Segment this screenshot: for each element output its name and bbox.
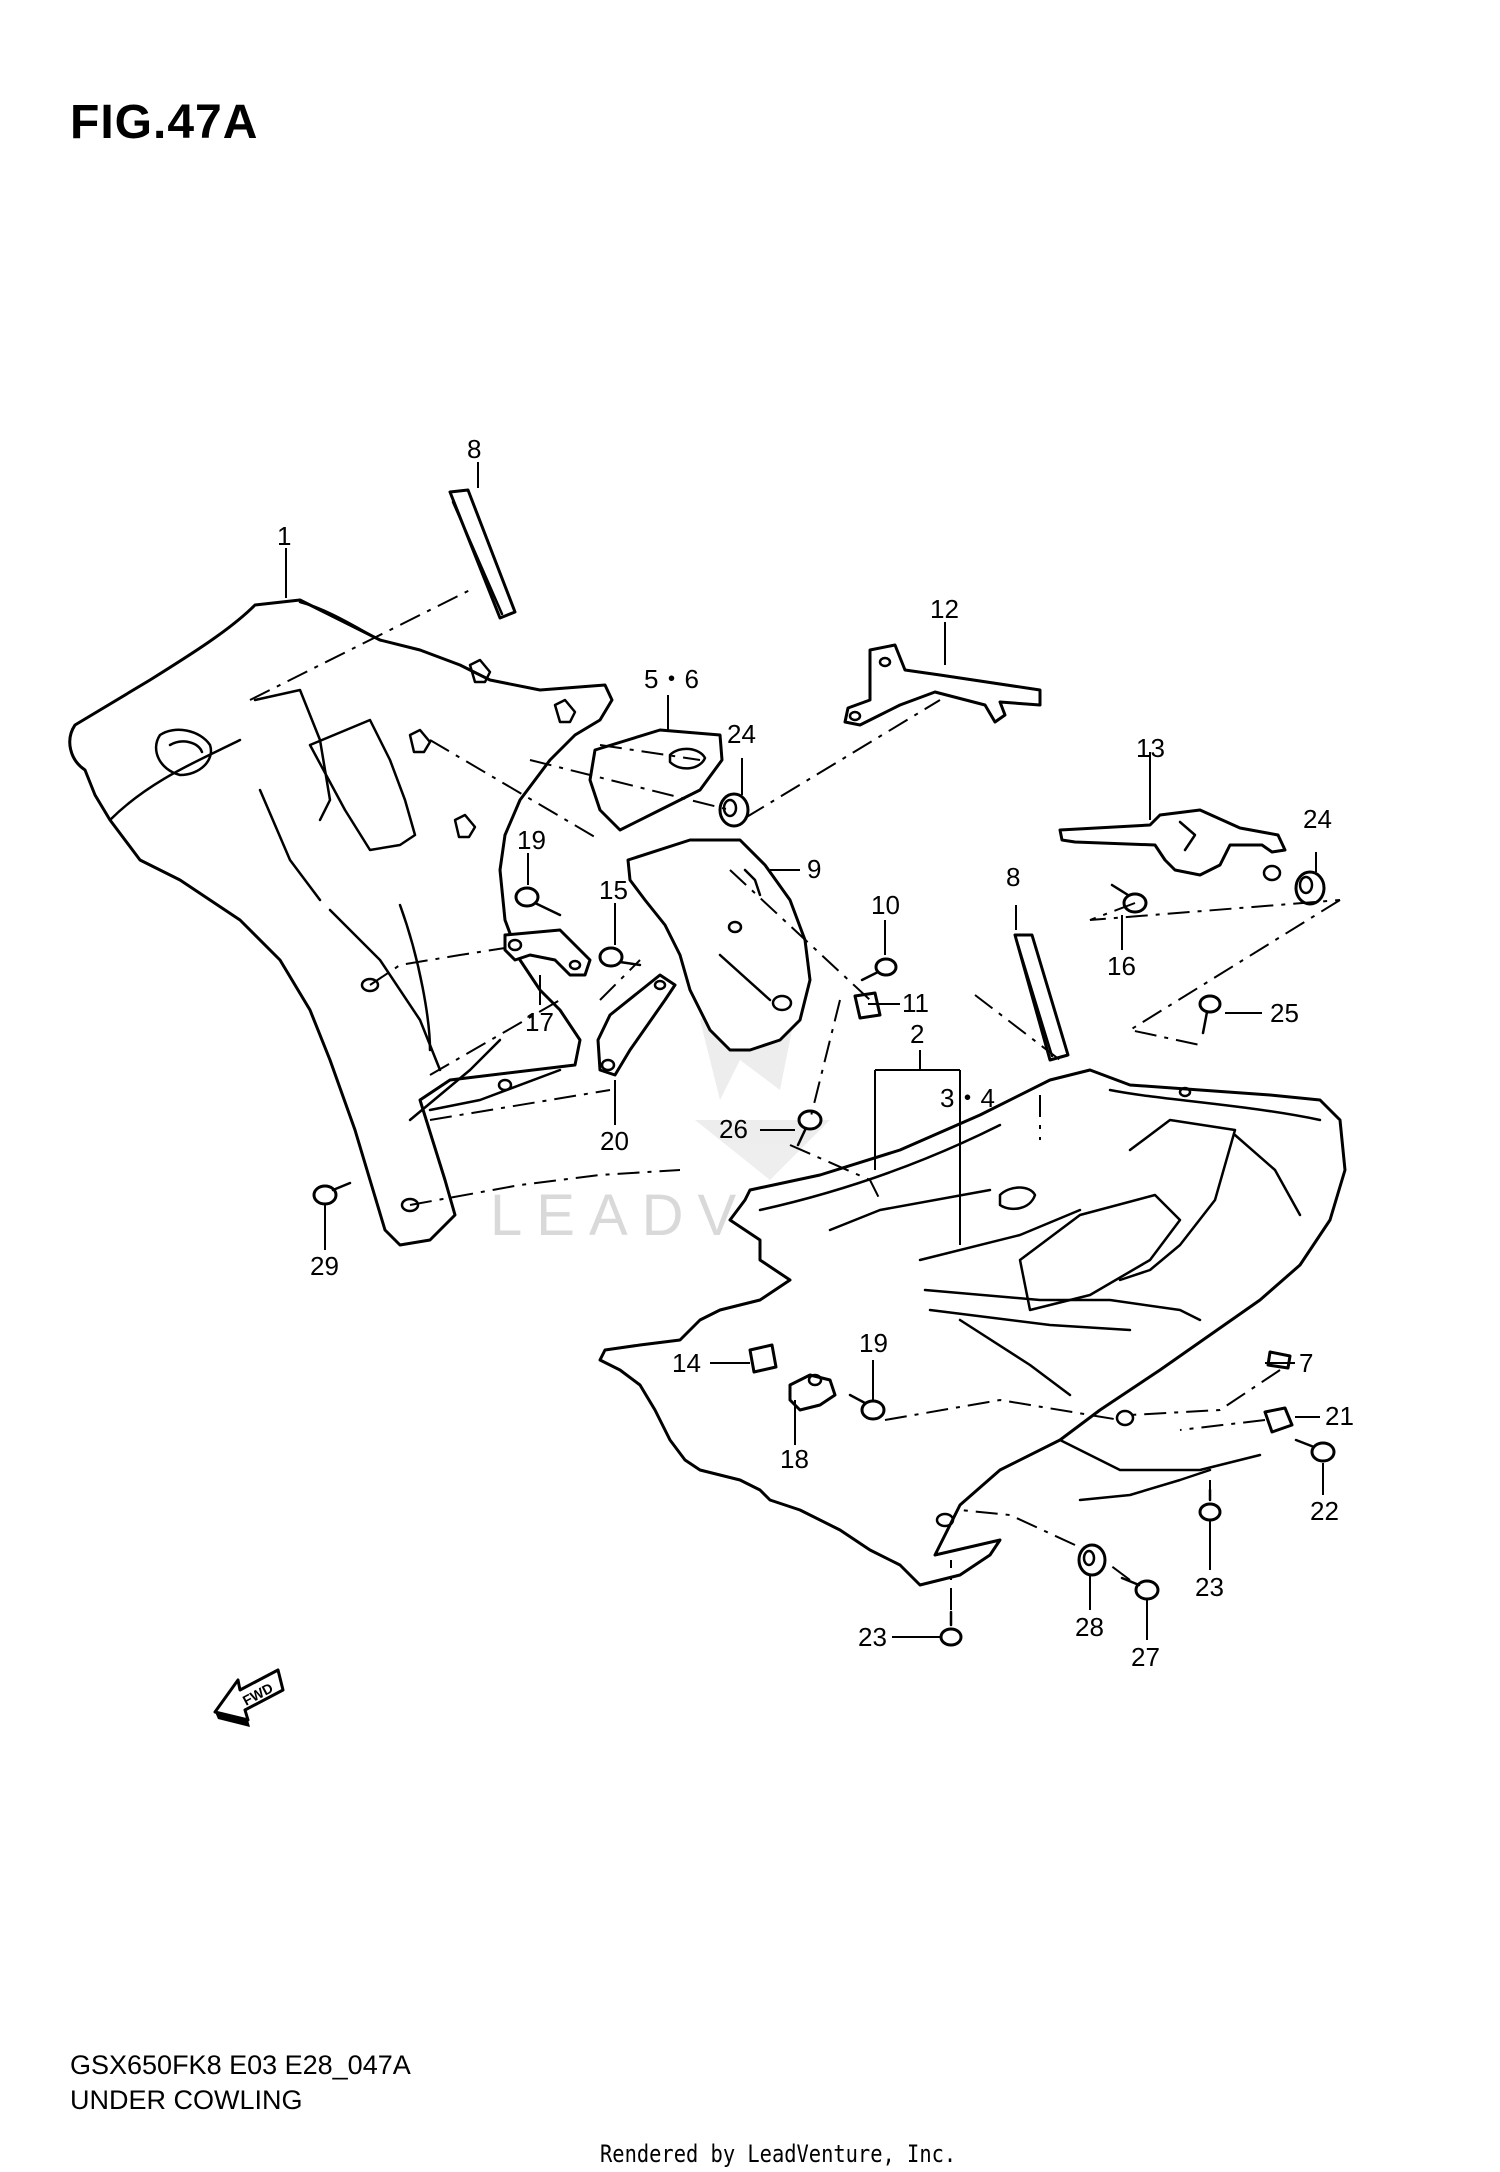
callout-2: 2 [910, 1019, 924, 1049]
part-9-inner-panel [626, 838, 812, 1052]
part-26-screw [796, 1109, 823, 1147]
part-14-nut [748, 1343, 778, 1374]
part-8-upper-strip [448, 488, 517, 620]
part-5-6-cover [588, 728, 724, 832]
part-17-bracket [503, 928, 592, 977]
part-1-left-under-cowling [68, 598, 614, 1247]
callout-16: 16 [1107, 951, 1136, 981]
callout-18: 18 [780, 1444, 809, 1474]
callout-8-middle: 8 [1006, 862, 1020, 892]
part-7-spacer [1266, 1350, 1292, 1370]
figure-name: UNDER COWLING [70, 2085, 303, 2115]
figure-code: GSX650FK8 E03 E28_047A [70, 2050, 411, 2080]
callout-22: 22 [1310, 1496, 1339, 1526]
part-24-grommet-upper [718, 792, 750, 828]
rendered-by-credit: Rendered by LeadVenture, Inc. [600, 2140, 957, 2168]
callout-23-right: 23 [1195, 1572, 1224, 1602]
fwd-arrow-icon: FWD [213, 1668, 285, 1727]
part-13-bracket [1058, 808, 1287, 882]
part-15-bolt [598, 946, 642, 968]
callout-labels: 8 1 12 5・6 24 13 24 19 9 15 10 8 16 17 1… [277, 434, 1354, 1672]
callout-21: 21 [1325, 1401, 1354, 1431]
part-21-clip [1263, 1406, 1294, 1434]
part-19-bolt-lower [848, 1393, 886, 1421]
assembly-lines [249, 589, 1341, 1610]
callout-25: 25 [1270, 998, 1299, 1028]
callout-11: 11 [902, 988, 929, 1018]
part-18-bracket [788, 1373, 837, 1412]
callout-24-upper: 24 [727, 719, 756, 749]
part-11-nut [853, 991, 882, 1020]
callout-26: 26 [719, 1114, 748, 1144]
callout-23-bottom: 23 [858, 1622, 887, 1652]
part-16-bolt [1110, 883, 1148, 914]
callout-7: 7 [1299, 1348, 1313, 1378]
part-19-bolt-upper [514, 886, 562, 917]
part-20-stay [596, 973, 677, 1077]
part-27-screw [1120, 1576, 1160, 1601]
callout-3-4: 3・4 [940, 1083, 995, 1113]
callout-20: 20 [600, 1126, 629, 1156]
callout-17: 17 [525, 1007, 554, 1037]
part-22-bolt [1294, 1438, 1336, 1463]
callout-9: 9 [807, 854, 821, 884]
callout-13: 13 [1136, 733, 1165, 763]
callout-19-upper: 19 [517, 825, 546, 855]
callout-8-upper: 8 [467, 434, 481, 464]
callout-27: 27 [1131, 1642, 1160, 1672]
part-12-bracket [843, 643, 1042, 727]
part-23-clip-bottom [939, 1610, 963, 1647]
callout-28: 28 [1075, 1612, 1104, 1642]
callout-29: 29 [310, 1251, 339, 1281]
figure-title: FIG.47A [70, 96, 259, 149]
part-25-screw [1198, 994, 1222, 1035]
part-28-grommet [1077, 1543, 1107, 1577]
part-29-clip [312, 1181, 352, 1206]
callout-10: 10 [871, 890, 900, 920]
callout-leaders [285, 462, 1324, 1640]
callout-15: 15 [599, 875, 628, 905]
callout-24-right: 24 [1303, 804, 1332, 834]
callout-12: 12 [930, 594, 959, 624]
part-2-right-under-cowling [598, 1068, 1347, 1587]
callout-19-lower: 19 [859, 1328, 888, 1358]
callout-14: 14 [672, 1348, 701, 1378]
callout-1: 1 [277, 521, 291, 551]
callout-5-6: 5・6 [644, 664, 699, 694]
part-24-grommet-right [1294, 870, 1326, 906]
part-8-middle-strip [1013, 933, 1070, 1062]
part-10-screw [860, 957, 898, 982]
